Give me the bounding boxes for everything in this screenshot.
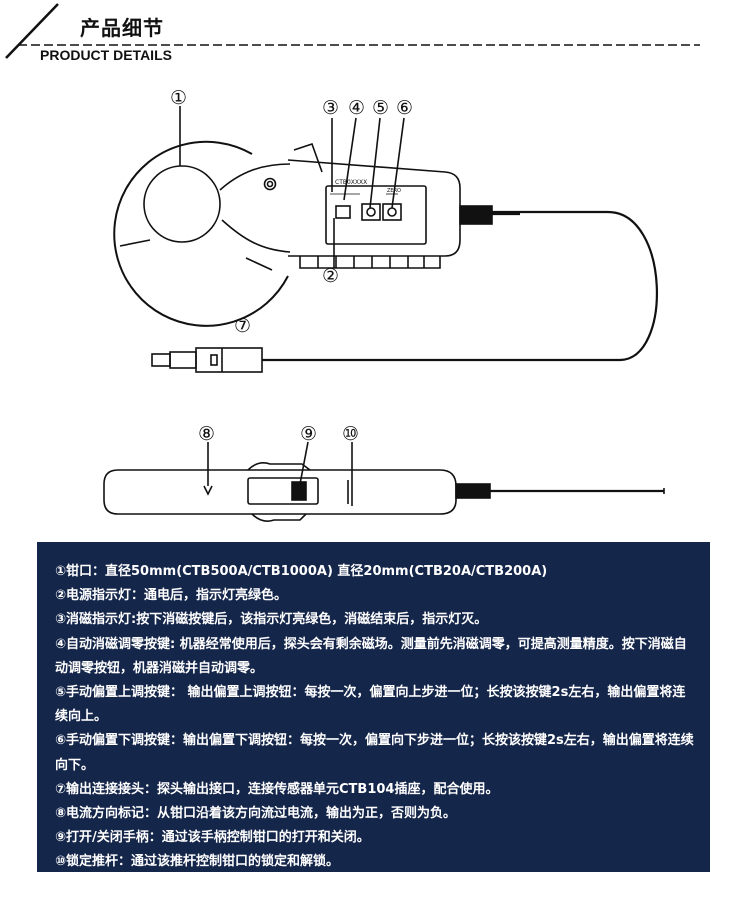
description-panel: ①钳口：直径50mm(CTB500A/CTB1000A) 直径20mm(CTB2…: [37, 542, 710, 872]
marker-5: ⑤: [372, 97, 390, 119]
marker-4: ④: [348, 97, 366, 119]
section-title-en: PRODUCT DETAILS: [40, 47, 172, 63]
marker-2: ②: [322, 265, 340, 287]
desc-item-2: ②电源指示灯：通电后，指示灯亮绿色。: [55, 588, 288, 604]
probe-top-view-drawing: CTB0XXXX ZERO: [113, 106, 659, 373]
desc-item-6: ⑥手动偏置下调按键：输出偏置下调按钮：每按一次，偏置向下步进一位；长按该按键2s…: [55, 733, 694, 773]
desc-item-7: ⑦输出连接接头：探头输出接口，连接传感器单元CTB104插座，配合使用。: [55, 781, 499, 797]
desc-item-4: ④自动消磁调零按键: 机器经常使用后，探头会有剩余磁场。测量前先消磁调零，可提高…: [55, 636, 687, 676]
marker-1: ①: [170, 87, 188, 109]
desc-item-9: ⑨打开/关闭手柄：通过该手柄控制钳口的打开和关闭。: [55, 830, 370, 846]
probe-side-view: ⑧ ⑨ ⑩: [0, 410, 750, 530]
marker-10: ⑩: [342, 423, 360, 445]
section-header: 产品细节 PRODUCT DETAILS: [0, 0, 750, 80]
desc-item-10: ⑩锁定推杆：通过该推杆控制钳口的锁定和解锁。: [55, 854, 340, 870]
marker-7: ⑦: [234, 315, 252, 337]
marker-9: ⑨: [300, 423, 318, 445]
section-title-cn: 产品细节: [80, 16, 164, 40]
marker-8: ⑧: [198, 423, 216, 445]
zero-label-text: ZERO: [387, 188, 401, 194]
desc-item-3: ③消磁指示灯:按下消磁按键后，该指示灯亮绿色，消磁结束后，指示灯灭。: [55, 612, 488, 628]
marker-3: ③: [322, 97, 340, 119]
model-plate-text: CTB0XXXX: [335, 179, 367, 186]
marker-6: ⑥: [396, 97, 414, 119]
probe-top-view: CTB0XXXX ZERO ① ③ ④ ⑤ ⑥ ② ⑦: [0, 80, 750, 410]
probe-side-view-drawing: [103, 441, 665, 522]
desc-item-1: ①钳口：直径50mm(CTB500A/CTB1000A) 直径20mm(CTB2…: [55, 564, 548, 579]
header-decoration: [5, 3, 700, 59]
desc-item-8: ⑧电流方向标记：从钳口沿着该方向流过电流，输出为正，否则为负。: [55, 806, 457, 822]
desc-item-5: ⑤手动偏置上调按键： 输出偏置上调按钮：每按一次，偏置向上步进一位；长按该按键2…: [55, 685, 686, 725]
